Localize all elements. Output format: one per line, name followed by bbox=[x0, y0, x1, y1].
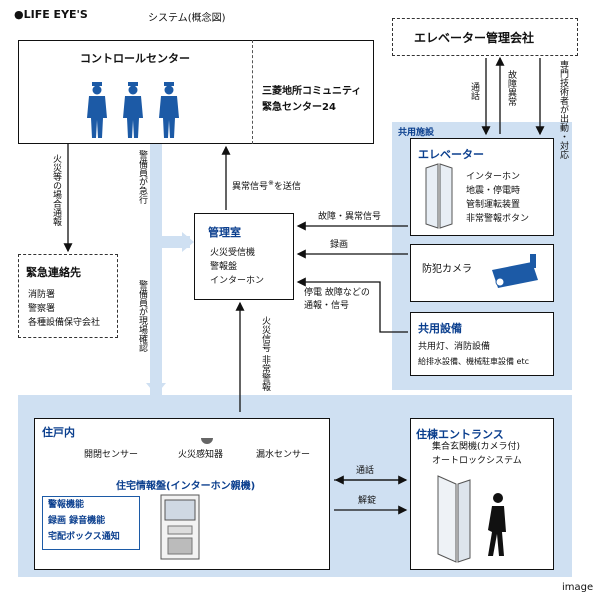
footer-image-label: image bbox=[562, 582, 594, 593]
elevator-company-box bbox=[392, 18, 578, 56]
label-unlock: 解錠 bbox=[358, 496, 377, 506]
panel-title: 住宅情報盤(インターホン親機) bbox=[116, 481, 256, 492]
kanrishitsu-box bbox=[194, 213, 294, 300]
label-abnormal-note: ※ bbox=[268, 179, 274, 187]
label-call: 通話 bbox=[469, 82, 479, 100]
control-center-box bbox=[18, 40, 374, 144]
unit-title: 住戸内 bbox=[42, 426, 75, 439]
kanrishitsu-item: 警報盤 bbox=[210, 262, 238, 272]
elevator-item: インターホン bbox=[466, 172, 521, 182]
function-item: 警報機能 bbox=[48, 500, 85, 510]
center-horizontal-band bbox=[150, 236, 190, 248]
guard-figures bbox=[87, 82, 179, 138]
control-center-label-2: 緊急センター24 bbox=[262, 102, 336, 113]
entrance-line1: 集合玄関機(カメラ付) bbox=[432, 442, 521, 452]
fire-detector-icon bbox=[201, 438, 213, 444]
header-brand: ●LIFE EYE'S bbox=[14, 8, 88, 21]
control-center-title: コントロールセンター bbox=[80, 52, 190, 65]
entrance-line2: オートロックシステム bbox=[432, 456, 522, 466]
entrance-door-icon bbox=[437, 475, 506, 563]
common-equipment-title: 共用設備 bbox=[418, 322, 462, 335]
label-fault-alarm: 故障異常 bbox=[506, 70, 516, 106]
label-abnormal-send: を送信 bbox=[273, 182, 301, 192]
label-abnormal-signal: 異常信号※を送信 bbox=[232, 178, 301, 193]
intercom-panel-icon bbox=[160, 494, 200, 560]
emergency-contact-item: 各種設備保守会社 bbox=[28, 318, 101, 328]
kanrishitsu-item: インターホン bbox=[210, 276, 265, 286]
guard-icon bbox=[159, 82, 179, 138]
function-item: 宅配ボックス通知 bbox=[48, 532, 120, 542]
entrance-title: 住棟エントランス bbox=[416, 428, 504, 441]
emergency-contact-item: 消防署 bbox=[28, 290, 56, 300]
sensor-mid: 火災感知器 bbox=[178, 450, 224, 460]
camera-label: 防犯カメラ bbox=[422, 264, 472, 275]
common-equipment-box bbox=[410, 312, 554, 376]
shared-facility-label: 共用施設 bbox=[398, 128, 435, 138]
label-entrance-call: 通話 bbox=[356, 466, 375, 476]
label-fire-report: 火災等の場合通報 bbox=[51, 154, 61, 226]
label-abnormal-signal-text: 異常信号 bbox=[232, 182, 269, 192]
label-fault-signal: 故障・異常信号 bbox=[318, 212, 382, 222]
elevator-item: 非常警報ボタン bbox=[466, 214, 530, 224]
function-item: 録画 録音機能 bbox=[48, 516, 106, 526]
emergency-contacts-box bbox=[18, 254, 118, 338]
elevator-item: 管制運転装置 bbox=[466, 200, 521, 210]
guard-icon bbox=[123, 82, 143, 138]
label-fire-signal: 火災信号 非常警報 bbox=[260, 316, 270, 391]
kanrishitsu-title: 管理室 bbox=[208, 226, 241, 239]
label-report-signal: 通報・信号 bbox=[304, 301, 350, 311]
sensor-right: 漏水センサー bbox=[256, 450, 311, 460]
person-icon bbox=[488, 493, 506, 556]
control-center-divider bbox=[252, 40, 253, 144]
guard-icon bbox=[87, 82, 107, 138]
kanrishitsu-item: 火災受信機 bbox=[210, 248, 256, 258]
elevator-door-icon bbox=[425, 163, 453, 229]
label-technician: 専門技術者が出動・対応 bbox=[558, 60, 568, 159]
common-equipment-line2: 給排水設備、機械駐車設備 etc bbox=[418, 357, 529, 366]
emergency-contact-item: 警察署 bbox=[28, 304, 56, 314]
functions-box bbox=[42, 496, 140, 550]
label-guard-rush: 警備員が急行 bbox=[137, 150, 147, 204]
sensor-left: 開閉センサー bbox=[84, 450, 139, 460]
label-recording: 録画 bbox=[330, 240, 349, 250]
control-center-label-1: 三菱地所コミュニティ bbox=[262, 86, 362, 97]
security-camera-icon bbox=[492, 254, 538, 288]
elevator-company-title: エレベーター管理会社 bbox=[414, 31, 535, 45]
entrance-box bbox=[410, 418, 554, 570]
elevator-item: 地震・停電時 bbox=[466, 186, 521, 196]
elevator-title: エレベーター bbox=[418, 148, 484, 161]
label-guard-check: 警備員が現場確認 bbox=[137, 280, 147, 352]
emergency-contacts-title: 緊急連絡先 bbox=[26, 266, 81, 279]
common-equipment-line1: 共用灯、消防設備 bbox=[418, 342, 491, 352]
header-subtitle: システム(概念図) bbox=[148, 13, 226, 24]
center-vertical-band bbox=[150, 140, 162, 395]
label-outage-fault: 停電 故障などの bbox=[304, 288, 370, 298]
